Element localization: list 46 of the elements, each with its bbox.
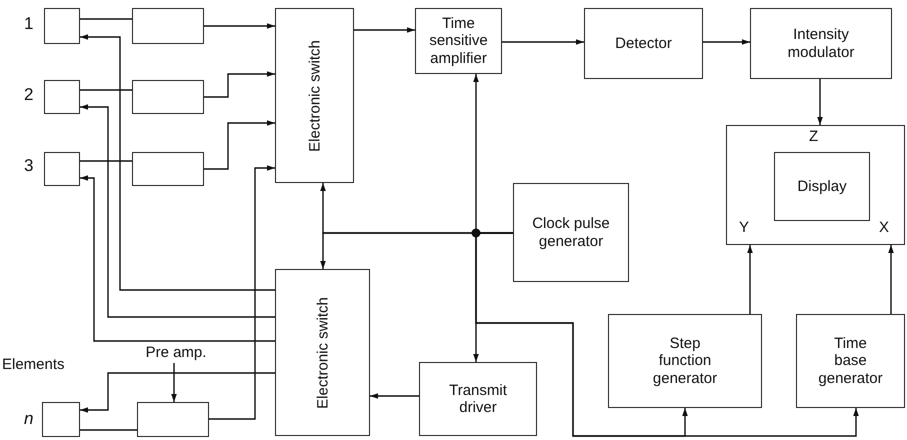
connector-arrow (888, 245, 894, 314)
detector-box: Detector (584, 8, 703, 79)
connector-arrow (80, 34, 275, 291)
display-unit-box (726, 125, 905, 245)
connector-arrow (370, 393, 419, 399)
transmit-driver-box: Transmit driver (419, 362, 537, 436)
element-number: 3 (24, 156, 34, 176)
time-base-box: Time base generator (796, 314, 905, 408)
connector-arrow (209, 165, 275, 420)
display-box: Display (774, 152, 870, 221)
element-number: 1 (24, 14, 34, 34)
modulator-box: Intensity modulator (750, 8, 892, 79)
connector-arrow (354, 27, 415, 33)
callout-text: Pre amp. (128, 343, 224, 363)
element-number: 2 (24, 85, 34, 105)
switch-box (275, 8, 354, 183)
element-box (44, 80, 80, 114)
connector-arrow (502, 39, 584, 45)
element-box (42, 402, 80, 437)
connector-arrow (80, 175, 275, 342)
caption-text: Elements (2, 356, 65, 373)
element-number: n (24, 409, 34, 429)
connector-arrow (80, 104, 275, 318)
connector-arrow (703, 39, 750, 45)
element-box (44, 152, 80, 186)
port-label: Y (739, 219, 750, 236)
clock-generator-box: Clock pulse generator (513, 183, 629, 282)
connector-arrow (817, 79, 823, 125)
preamp-box (132, 8, 204, 44)
connector-arrow (204, 23, 275, 29)
port-label: Z (809, 128, 818, 146)
connector-arrow (747, 245, 753, 314)
switch-box (275, 269, 370, 436)
preamp-box (132, 80, 204, 114)
leader-line (171, 363, 177, 402)
connector-arrow (80, 372, 275, 413)
connector-arrow (204, 120, 275, 170)
amplifier-box: Time sensitive amplifier (415, 8, 502, 74)
port-label: X (879, 219, 890, 236)
preamp-box (132, 152, 204, 186)
connector-arrow (204, 71, 275, 98)
box-label: Electronic switch (314, 296, 332, 408)
step-generator-box: Step function generator (608, 314, 762, 408)
element-box (44, 8, 80, 44)
preamp-box (137, 402, 209, 437)
box-label: Electronic switch (306, 40, 324, 152)
